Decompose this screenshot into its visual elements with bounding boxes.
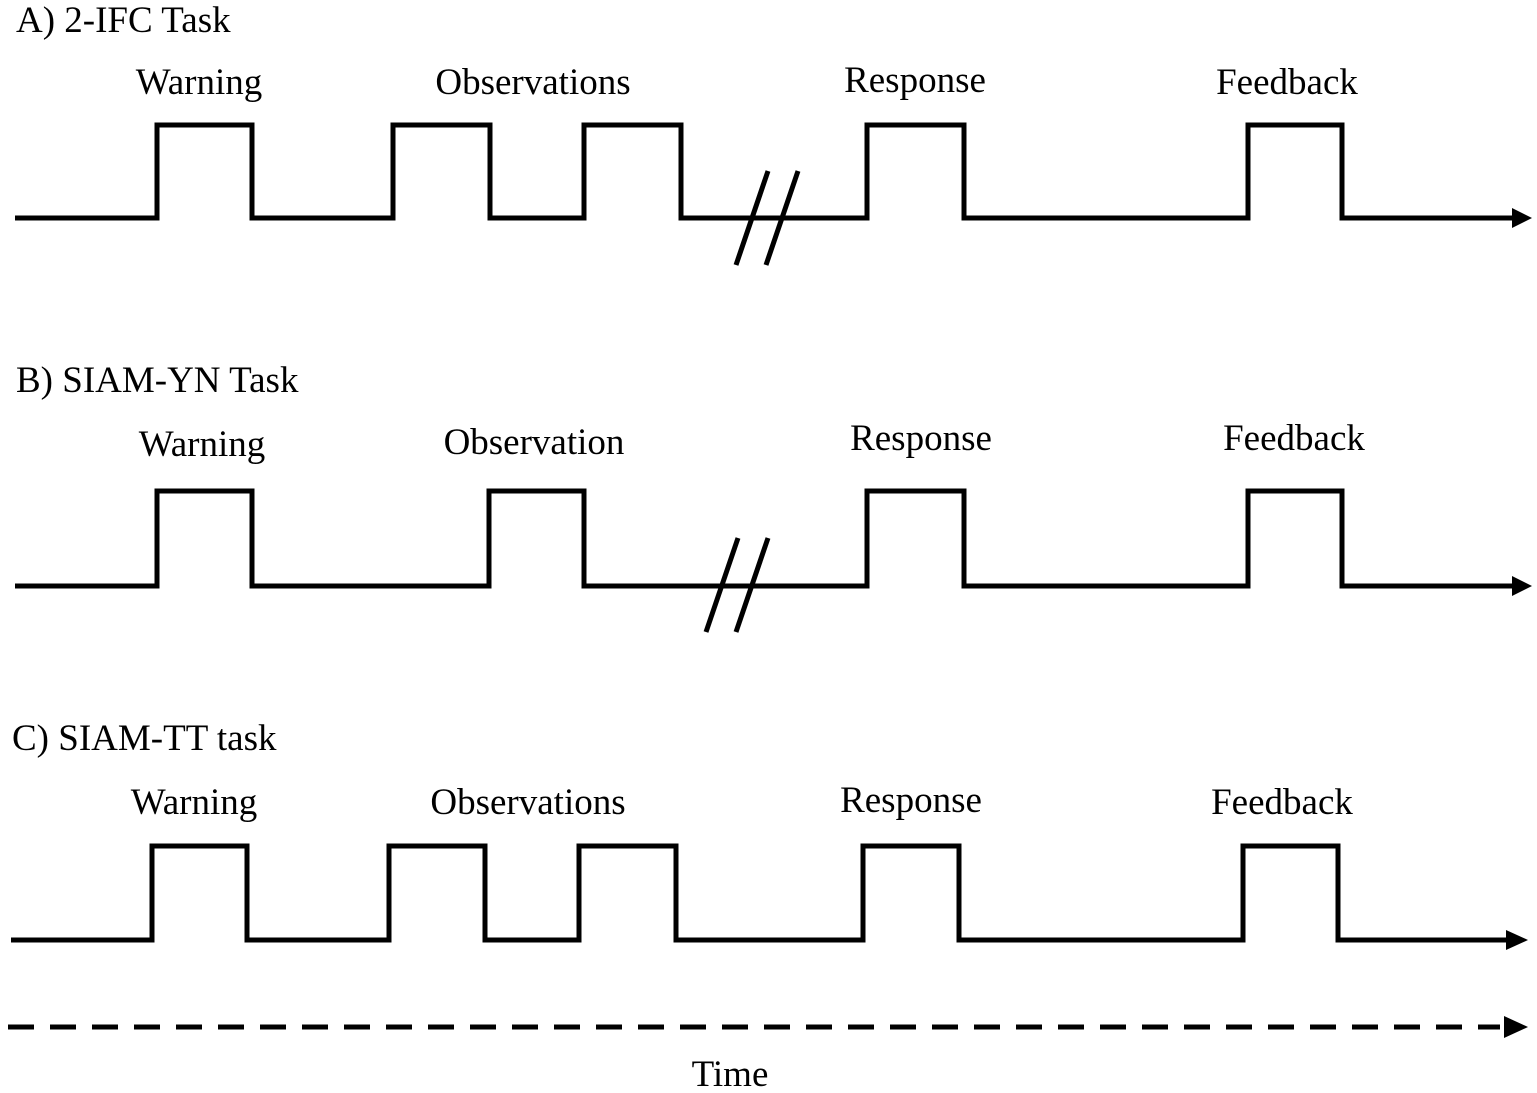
panel-c-feedback-label: Feedback <box>1211 782 1353 823</box>
panel-c-arrowhead <box>1506 930 1528 950</box>
panel-b-break-mark-2 <box>733 537 771 633</box>
panel-c-response-label: Response <box>840 780 982 821</box>
panel-a-arrowhead <box>1512 208 1532 228</box>
panel-a-warning-label: Warning <box>136 62 262 103</box>
panel-b-title: B) SIAM-YN Task <box>16 360 299 401</box>
panel-b-arrowhead <box>1512 576 1532 596</box>
time-axis-label: Time <box>692 1054 769 1093</box>
panel-b-signal-trace <box>15 488 1512 589</box>
panel-b: B) SIAM-YN Task Warning Observation Resp… <box>15 360 1532 633</box>
panel-a-response-label: Response <box>844 60 986 101</box>
panel-b-feedback-label: Feedback <box>1223 418 1365 459</box>
panel-b-warning-label: Warning <box>139 424 265 465</box>
panel-a: A) 2-IFC Task Warning Observations Respo… <box>15 0 1532 266</box>
panel-c-title: C) SIAM-TT task <box>12 718 277 759</box>
panel-a-observations-label: Observations <box>435 62 630 103</box>
panel-b-break-mark-1 <box>703 537 741 633</box>
panel-c-observations-label: Observations <box>430 782 625 823</box>
panel-b-response-label: Response <box>850 418 992 459</box>
panel-c-signal-trace <box>11 843 1508 943</box>
panel-a-break-mark-1 <box>733 170 771 266</box>
panel-c: C) SIAM-TT task Warning Observations Res… <box>11 718 1528 950</box>
panel-a-feedback-label: Feedback <box>1216 62 1358 103</box>
panel-b-observation-label: Observation <box>444 422 625 463</box>
panel-a-title: A) 2-IFC Task <box>16 0 231 41</box>
panel-a-signal-trace <box>15 122 1512 221</box>
panel-a-break-mark-2 <box>763 170 801 266</box>
panel-c-warning-label: Warning <box>131 782 257 823</box>
time-axis: Time <box>8 1016 1528 1093</box>
time-axis-arrowhead <box>1504 1016 1528 1038</box>
